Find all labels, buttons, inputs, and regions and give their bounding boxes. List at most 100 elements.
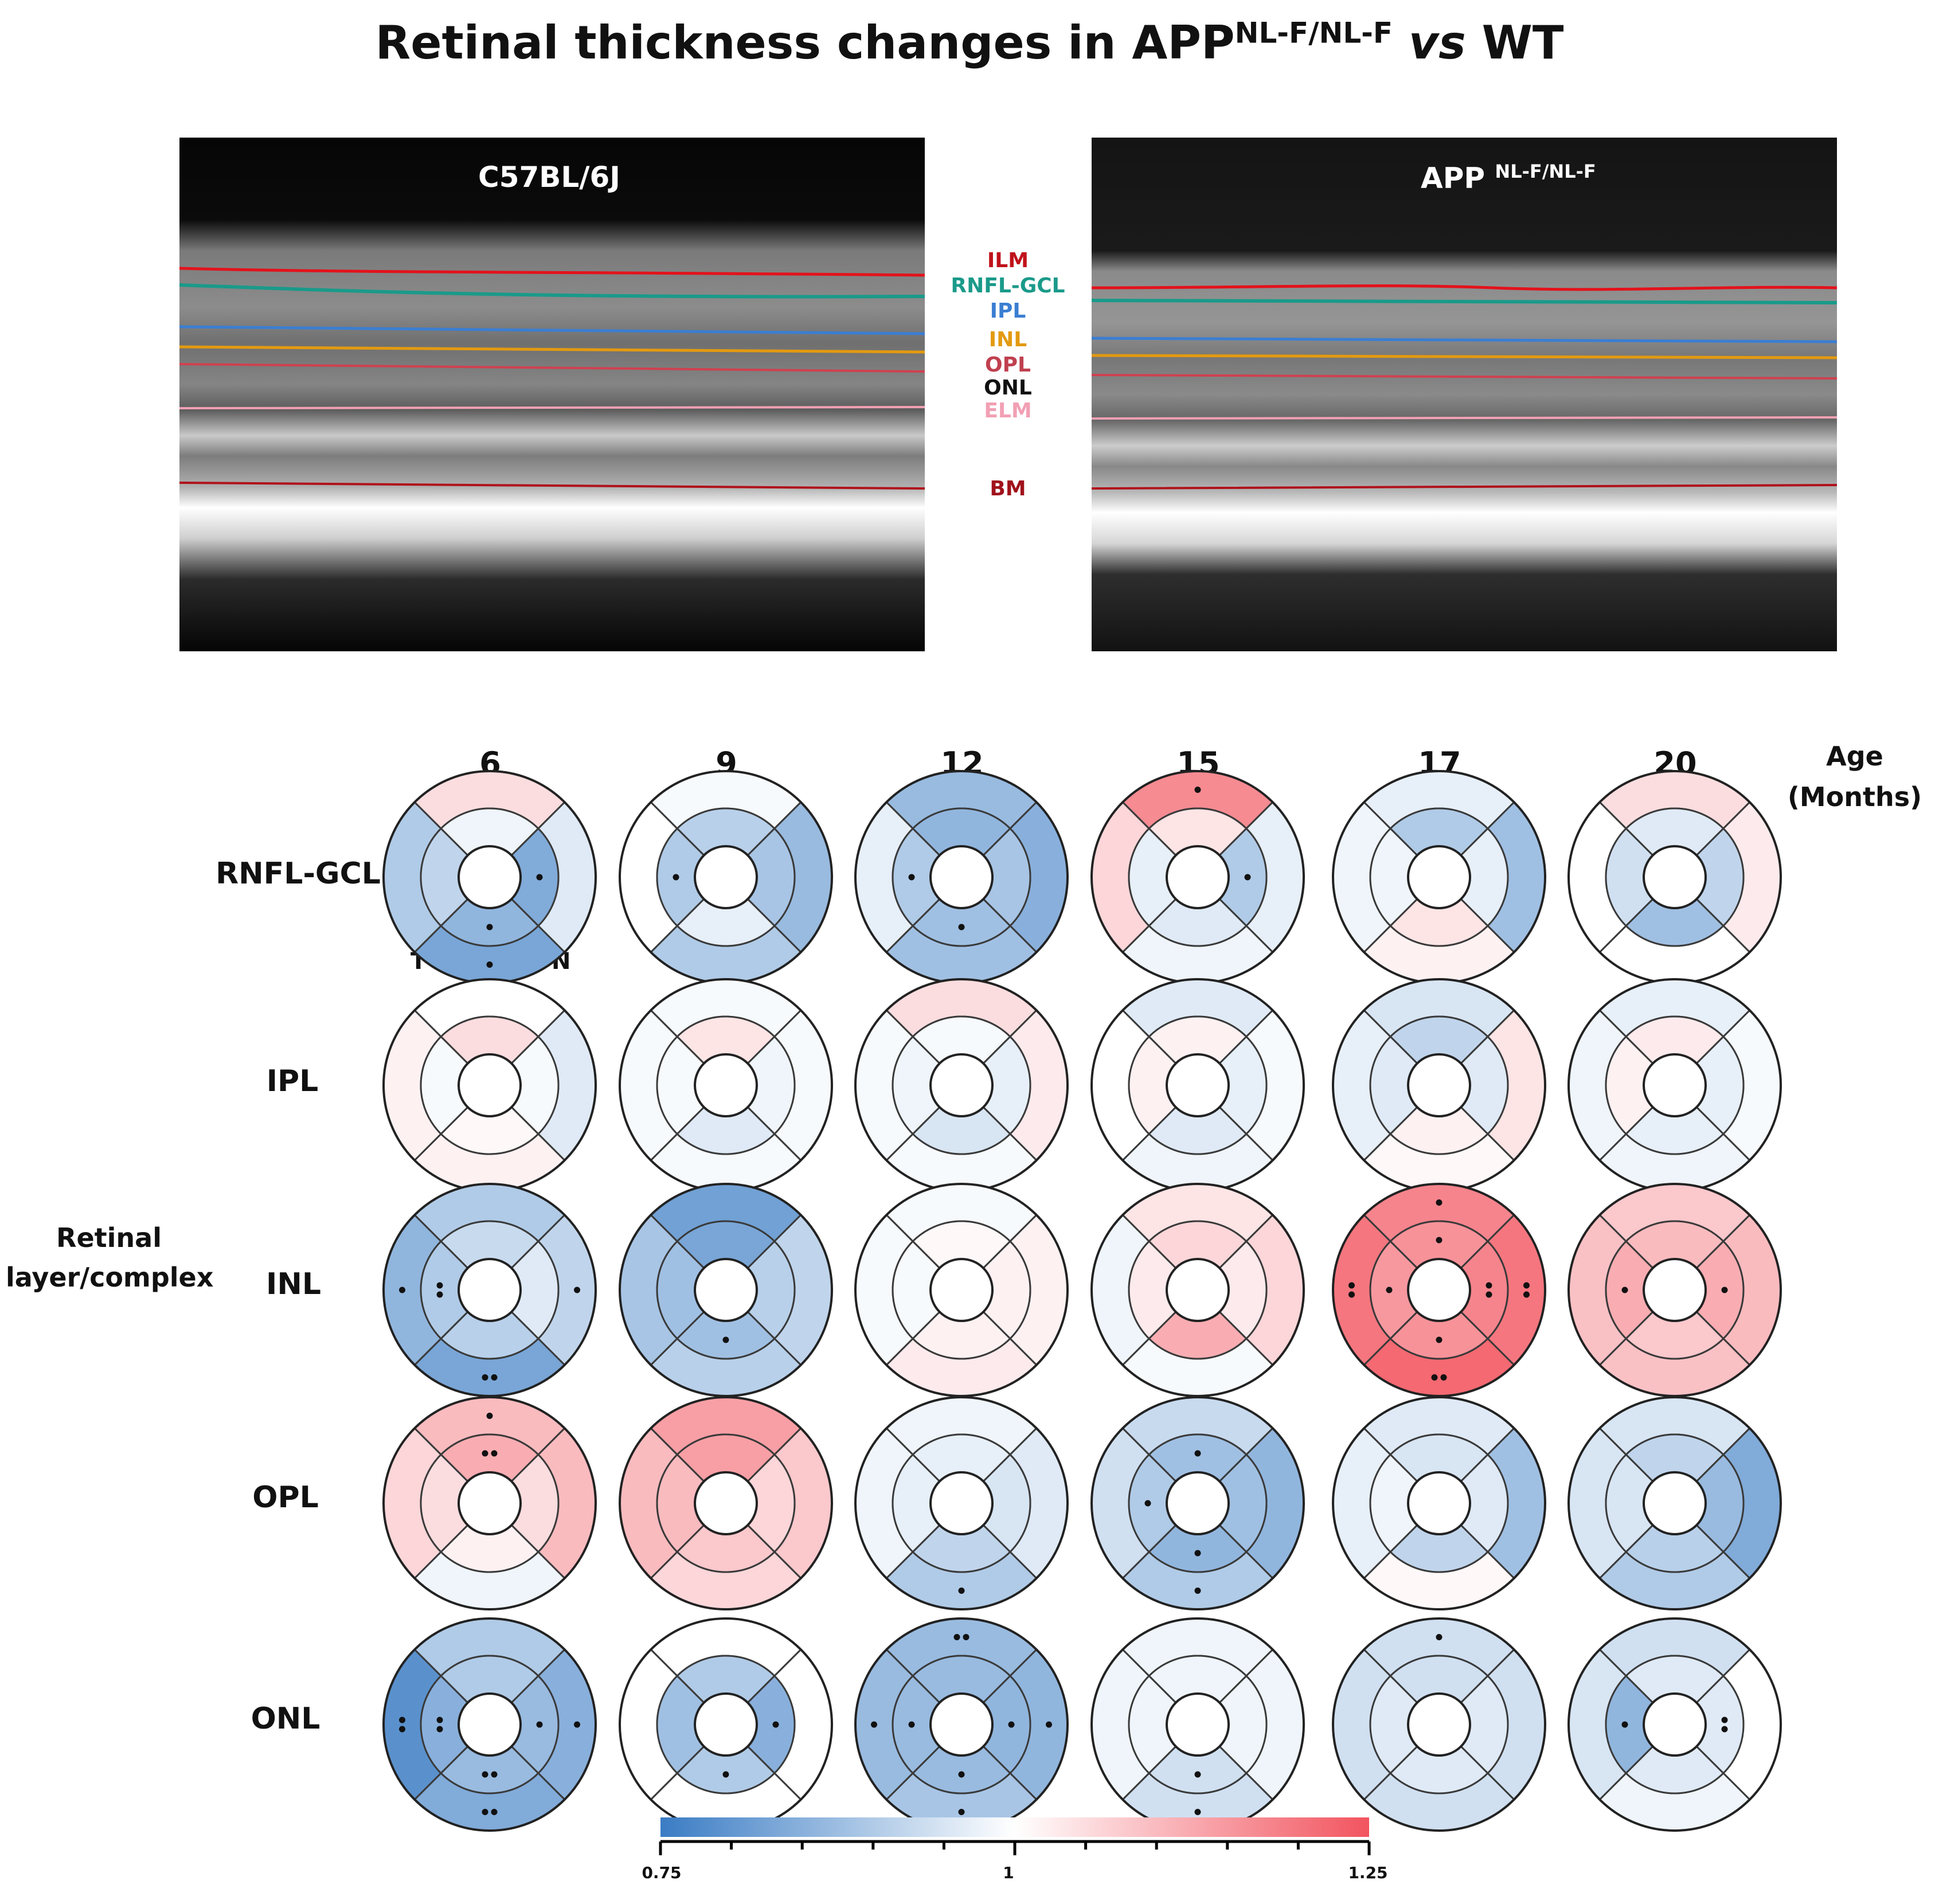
wild-type-label: C57BL/6J xyxy=(478,161,620,194)
row-label-onl: ONL xyxy=(251,1702,320,1736)
significance-marker xyxy=(1440,1374,1447,1381)
row-label-rnfl-gcl: RNFL-GCL xyxy=(216,857,381,891)
significance-marker xyxy=(1436,1634,1442,1640)
row-label-inl: INL xyxy=(265,1267,321,1301)
optic-disc-hole xyxy=(1643,1692,1707,1757)
significance-marker xyxy=(482,1450,488,1457)
significance-marker xyxy=(963,1634,970,1640)
optic-disc-hole xyxy=(929,1692,994,1757)
significance-marker xyxy=(958,1588,965,1594)
optic-disc-hole xyxy=(1407,1471,1471,1535)
legend-inl: INL xyxy=(988,328,1027,351)
thickness-map-rnfl-gcl-6 xyxy=(382,770,597,984)
figure-title: Retinal thickness changes in APPNL-F/NL-… xyxy=(375,16,1564,69)
significance-marker xyxy=(953,1634,960,1640)
significance-marker xyxy=(486,1413,493,1419)
thickness-map-inl-17 xyxy=(1332,1183,1546,1397)
map-outline xyxy=(1332,1396,1546,1610)
significance-marker xyxy=(1523,1291,1530,1298)
thickness-map-rnfl-gcl-17 xyxy=(1332,770,1546,984)
optic-disc-hole xyxy=(694,1053,758,1117)
legend-elm: ELM xyxy=(984,399,1032,423)
significance-marker xyxy=(908,1721,915,1728)
legend-ipl: IPL xyxy=(990,299,1026,323)
colorbar-ticks xyxy=(659,1842,1371,1855)
significance-marker xyxy=(1348,1282,1355,1289)
thickness-map-inl-6 xyxy=(382,1183,597,1397)
significance-marker xyxy=(491,1374,498,1381)
significance-marker xyxy=(482,1374,488,1381)
significance-marker xyxy=(436,1717,443,1723)
significance-marker xyxy=(399,1717,405,1723)
map-outline xyxy=(619,1396,833,1610)
thickness-map-rnfl-gcl-15 xyxy=(1090,770,1305,984)
row-label-opl: OPL xyxy=(252,1480,319,1515)
thickness-map-onl-12 xyxy=(854,1617,1069,1832)
significance-marker xyxy=(908,874,915,881)
significance-marker xyxy=(1485,1282,1492,1289)
thickness-map-ipl-12 xyxy=(854,978,1069,1193)
optic-disc-hole xyxy=(1166,1258,1230,1322)
significance-marker xyxy=(1008,1721,1015,1728)
legend-rnfl-gcl: RNFL-GCL xyxy=(951,274,1065,298)
thickness-map-ipl-20 xyxy=(1567,978,1782,1193)
significance-marker xyxy=(536,1721,543,1728)
optic-disc-hole xyxy=(458,1053,522,1117)
thickness-map-rnfl-gcl-9 xyxy=(619,770,833,984)
optic-disc-hole xyxy=(458,1471,522,1535)
significance-marker xyxy=(1721,1726,1728,1733)
colorbar-gradient xyxy=(660,1817,1369,1837)
significance-marker xyxy=(1348,1291,1355,1298)
oct-image-app-knock-in xyxy=(1092,138,1837,651)
significance-marker xyxy=(1244,874,1251,881)
optic-disc-hole xyxy=(694,1692,758,1757)
significance-marker xyxy=(772,1721,779,1728)
significance-marker xyxy=(1436,1237,1442,1244)
significance-marker xyxy=(1194,1809,1201,1815)
significance-marker xyxy=(1194,1588,1201,1594)
thickness-map-onl-20 xyxy=(1567,1617,1782,1832)
map-outline xyxy=(382,1396,597,1610)
colorbar-min-label: 0.75 xyxy=(642,1863,682,1882)
significance-marker xyxy=(1046,1721,1052,1728)
optic-disc-hole xyxy=(1643,1471,1707,1535)
app-knock-in-label: APP NL-F/NL-F xyxy=(1421,161,1596,195)
significance-marker xyxy=(536,874,543,881)
optic-disc-hole xyxy=(929,1471,994,1535)
significance-marker xyxy=(1621,1287,1628,1293)
significance-marker xyxy=(482,1809,488,1815)
significance-marker xyxy=(1194,1771,1201,1778)
optic-disc-hole xyxy=(1643,1053,1707,1117)
thickness-map-opl-20 xyxy=(1567,1396,1782,1610)
optic-disc-hole xyxy=(458,1258,522,1322)
colorbar-mid-label: 1 xyxy=(1003,1863,1014,1882)
optic-disc-hole xyxy=(694,1471,758,1535)
significance-marker xyxy=(1436,1336,1442,1343)
significance-marker xyxy=(1431,1374,1438,1381)
age-axis-title: Age(Months) xyxy=(1787,741,1922,813)
optic-disc-hole xyxy=(1407,1258,1471,1322)
significance-marker xyxy=(1194,1550,1201,1557)
optic-disc-hole xyxy=(929,1258,994,1322)
optic-disc-hole xyxy=(1166,1692,1230,1757)
optic-disc-hole xyxy=(929,1053,994,1117)
significance-marker xyxy=(722,1771,729,1778)
significance-marker xyxy=(482,1771,488,1778)
thickness-map-rnfl-gcl-20 xyxy=(1567,770,1782,984)
significance-marker xyxy=(958,924,965,931)
thickness-map-inl-12 xyxy=(854,1183,1069,1397)
significance-marker xyxy=(1721,1287,1728,1293)
thickness-map-opl-6 xyxy=(382,1396,597,1610)
optic-disc-hole xyxy=(929,845,994,909)
significance-marker xyxy=(1194,787,1201,793)
optic-disc-hole xyxy=(1643,1258,1707,1322)
thickness-map-inl-20 xyxy=(1567,1183,1782,1397)
optic-disc-hole xyxy=(1407,845,1471,909)
optic-disc-hole xyxy=(1166,1053,1230,1117)
significance-marker xyxy=(871,1721,877,1728)
colorbar-max-label: 1.25 xyxy=(1348,1863,1388,1882)
significance-marker xyxy=(486,961,493,968)
thickness-map-ipl-9 xyxy=(619,978,833,1193)
significance-marker xyxy=(1386,1287,1393,1293)
